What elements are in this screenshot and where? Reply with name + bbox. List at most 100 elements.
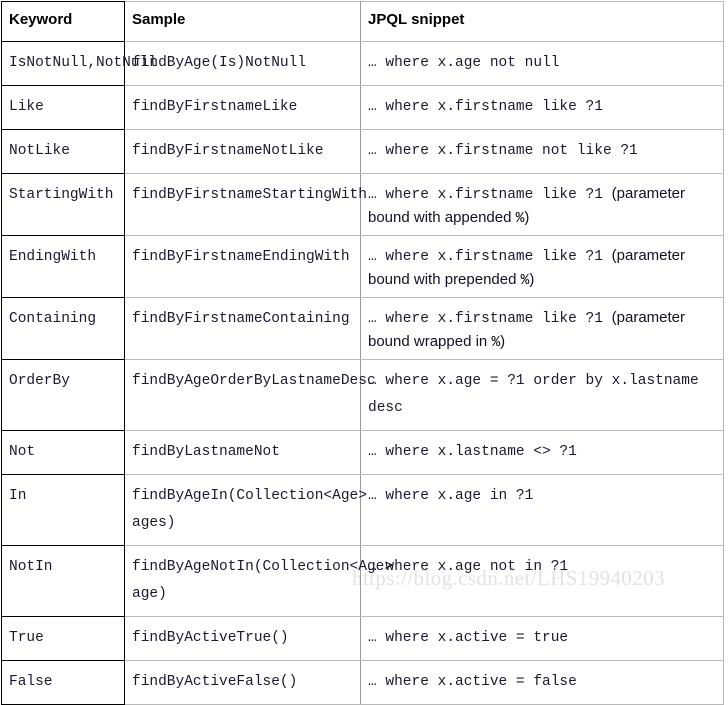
cell-sample: findByAge(Is)NotNull [124, 41, 361, 86]
cell-jpql: … where x.age = ?1 order by x.lastname d… [360, 359, 724, 431]
cell-jpql: … where x.active = true [360, 616, 724, 661]
cell-keyword: Like [1, 85, 125, 130]
jpql-text: … where x.active = false [368, 674, 577, 690]
jpql-note: (parameter bound with appended [368, 185, 685, 226]
table-row: StartingWith findByFirstnameStartingWith…… [1, 173, 724, 236]
sample-text: findByAgeNotIn(Collection<Age> age) [132, 559, 394, 602]
table-header-row: Keyword Sample JPQL snippet [1, 1, 724, 42]
keyword-text: Containing [9, 311, 97, 327]
jpql-note-percent: % [520, 273, 530, 289]
sample-text: findByFirstnameEndingWith [132, 249, 350, 265]
cell-keyword: IsNotNull,NotNull [1, 41, 157, 86]
sample-text: findByActiveFalse() [132, 674, 298, 690]
table-row: NotIn findByAgeNotIn(Collection<Age> age)… [1, 545, 724, 617]
cell-keyword: NotIn [1, 545, 125, 617]
cell-keyword: OrderBy [1, 359, 125, 431]
jpql-text: … where x.firstname not like ?1 [368, 143, 638, 159]
jpql-note: (parameter bound with prepended [368, 247, 685, 288]
jpql-note-percent: % [515, 211, 525, 227]
sample-text: findByAge(Is)NotNull [132, 55, 307, 71]
table-row: Like findByFirstnameLike … where x.firstna… [1, 85, 724, 130]
sample-text: findByAgeOrderByLastnameDesc [132, 373, 376, 389]
jpql-note-end: ) [529, 271, 535, 288]
sample-text: findByFirstnameContaining [132, 311, 350, 327]
jpql-text: … where x.age not null [368, 55, 560, 71]
keyword-text: IsNotNull,NotNull [9, 55, 157, 71]
cell-sample: findByFirstnameLike [124, 85, 361, 130]
jpql-note-end: ) [500, 333, 506, 350]
sample-text: findByLastnameNot [132, 444, 280, 460]
table-row: OrderBy findByAgeOrderByLastnameDesc… whe… [1, 359, 724, 431]
cell-keyword: False [1, 660, 125, 705]
column-header-jpql: JPQL snippet [360, 1, 724, 42]
keyword-text: StartingWith [9, 187, 114, 203]
cell-sample: findByAgeIn(Collection<Age> ages) [124, 474, 367, 546]
cell-sample: findByLastnameNot [124, 430, 361, 475]
keyword-text: EndingWith [9, 249, 97, 265]
cell-keyword: EndingWith [1, 235, 125, 298]
keyword-text: In [9, 488, 27, 504]
cell-keyword: Containing [1, 297, 125, 360]
sample-text: findByFirstnameNotLike [132, 143, 324, 159]
cell-keyword: True [1, 616, 125, 661]
jpql-text: … where x.firstname like ?1 [368, 311, 612, 327]
cell-keyword: NotLike [1, 129, 125, 174]
cell-keyword: StartingWith [1, 173, 125, 236]
column-header-sample: Sample [124, 1, 361, 42]
table-row: In findByAgeIn(Collection<Age> ages)… whe… [1, 474, 724, 546]
cell-sample: findByAgeOrderByLastnameDesc [124, 359, 376, 431]
sample-text: findByFirstnameStartingWith [132, 187, 367, 203]
cell-sample: findByFirstnameContaining [124, 297, 361, 360]
jpql-text: … where x.lastname <> ?1 [368, 444, 577, 460]
jpql-text: … where x.age = ?1 order by x.lastname d… [368, 373, 699, 416]
jpql-text: … where x.firstname like ?1 [368, 99, 603, 115]
cell-jpql: … where x.firstname like ?1 (parameter b… [360, 297, 724, 360]
cell-jpql: … where x.active = false [360, 660, 724, 705]
column-header-keyword: Keyword [1, 1, 125, 42]
jpql-text: … where x.firstname like ?1 [368, 187, 612, 203]
table-row: NotLike findByFirstnameNotLike … where x.f… [1, 129, 724, 174]
cell-jpql: … where x.lastname <> ?1 [360, 430, 724, 475]
jpql-text: … where x.active = true [368, 630, 569, 646]
cell-keyword: Not [1, 430, 125, 475]
keyword-text: Like [9, 99, 44, 115]
table-row: True findByActiveTrue() … where x.active =… [1, 616, 724, 661]
cell-sample: findByActiveFalse() [124, 660, 361, 705]
table-row: Containing findByFirstnameContaining … whe… [1, 297, 724, 360]
keyword-text: NotIn [9, 559, 53, 575]
sample-text: findByActiveTrue() [132, 630, 289, 646]
cell-sample: findByFirstnameNotLike [124, 129, 361, 174]
cell-jpql: … where x.firstname like ?1 [360, 85, 724, 130]
cell-sample: findByFirstnameStartingWith [124, 173, 367, 236]
jpql-text: … where x.age not in ?1 [368, 559, 569, 575]
jpql-text: … where x.age in ?1 [368, 488, 534, 504]
jpql-note: (parameter bound wrapped in [368, 309, 685, 350]
cell-keyword: In [1, 474, 125, 546]
cell-sample: findByAgeNotIn(Collection<Age> age) [124, 545, 393, 617]
cell-sample: findByActiveTrue() [124, 616, 361, 661]
cell-jpql: … where x.age in ?1 [360, 474, 724, 546]
cell-jpql: … where x.firstname like ?1 (parameter b… [360, 235, 724, 298]
jpql-note-percent: % [491, 335, 501, 351]
cell-jpql: … where x.age not null [360, 41, 724, 86]
keyword-text: True [9, 630, 44, 646]
table-header: Keyword Sample JPQL snippet [1, 1, 724, 42]
cell-jpql: … where x.firstname like ?1 (parameter b… [360, 173, 724, 236]
keyword-text: NotLike [9, 143, 70, 159]
sample-text: findByFirstnameLike [132, 99, 298, 115]
jpql-text: … where x.firstname like ?1 [368, 249, 612, 265]
cell-sample: findByFirstnameEndingWith [124, 235, 361, 298]
table-row: False findByActiveFalse() … where x.active… [1, 660, 724, 705]
keyword-text: OrderBy [9, 373, 70, 389]
keyword-text: Not [9, 444, 36, 460]
sample-text: findByAgeIn(Collection<Age> ages) [132, 488, 367, 531]
table-row: EndingWith findByFirstnameEndingWith … whe… [1, 235, 724, 298]
cell-jpql: … where x.firstname not like ?1 [360, 129, 724, 174]
table-row: Not findByLastnameNot … where x.lastname <… [1, 430, 724, 475]
cell-jpql: … where x.age not in ?1 [360, 545, 724, 617]
jpql-note-end: ) [524, 209, 530, 226]
